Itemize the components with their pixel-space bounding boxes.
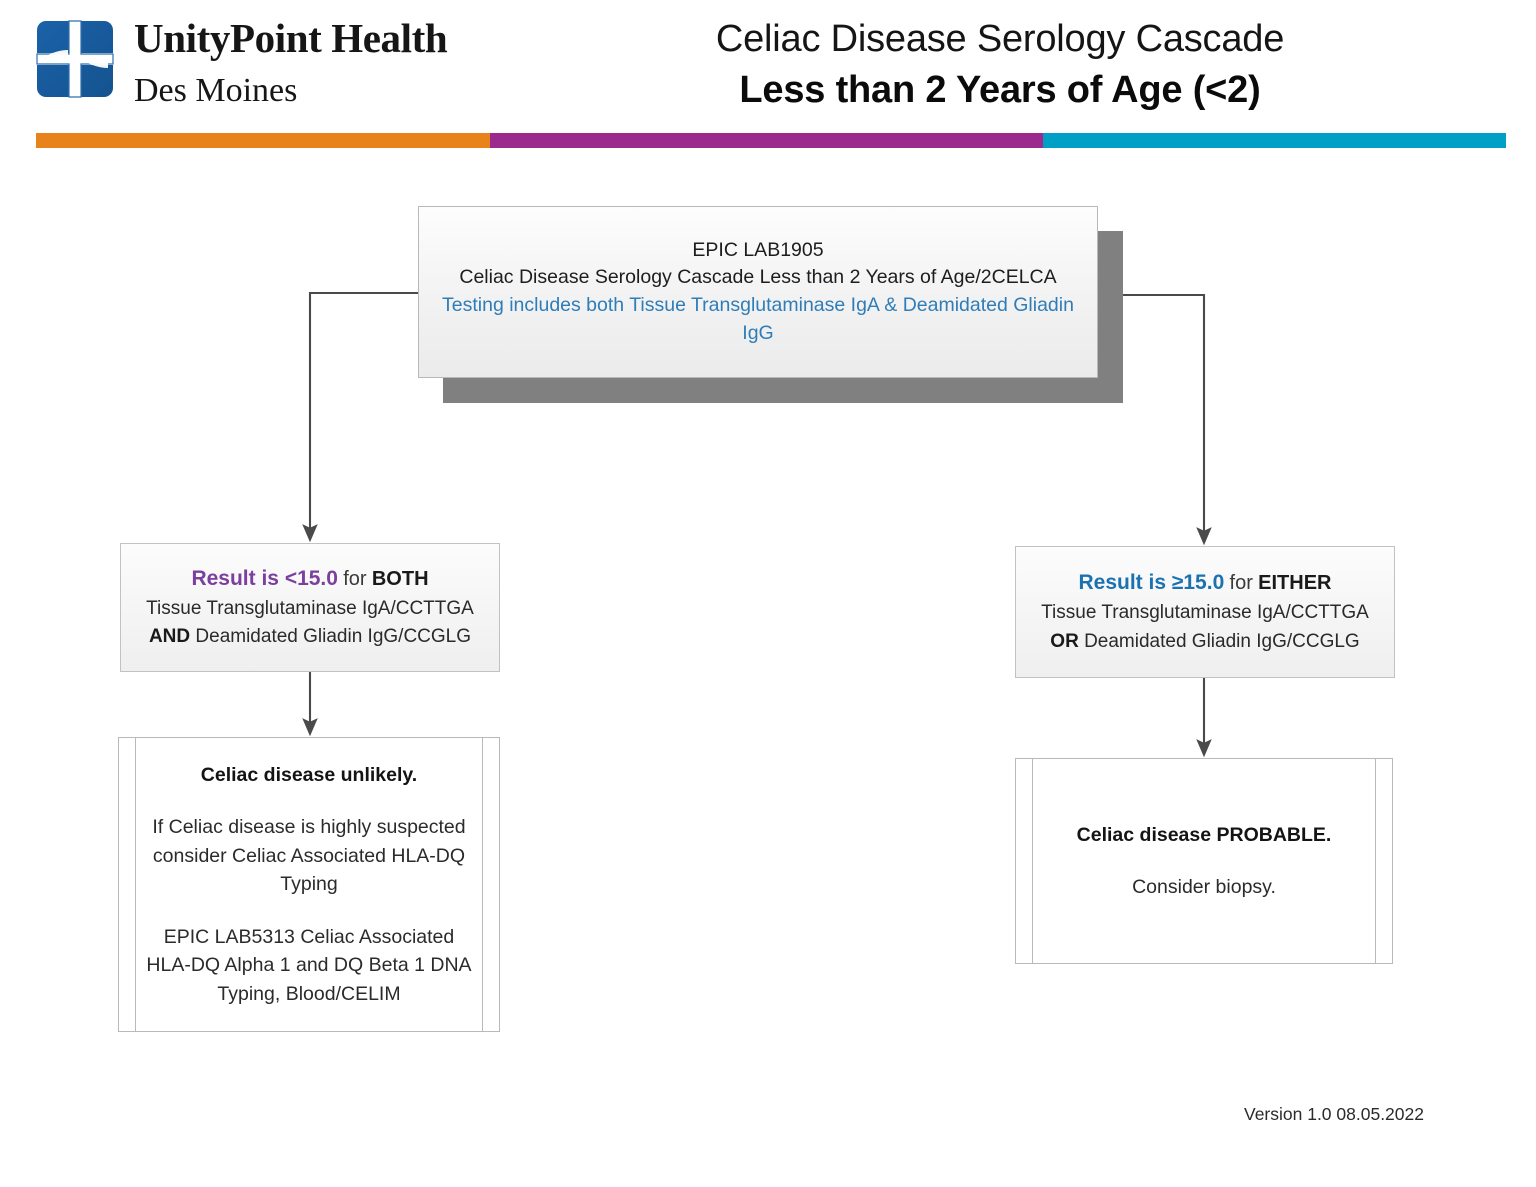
left-decision-for-word: for — [343, 567, 367, 590]
outcome-box-unlikely[interactable]: Celiac disease unlikely. If Celiac disea… — [118, 737, 500, 1032]
outcome-right-rail — [482, 738, 483, 1031]
left-decision-analyte-2: Deamidated Gliadin IgG/CCGLG — [195, 626, 472, 648]
page-title: Celiac Disease Serology Cascade Less tha… — [560, 18, 1440, 111]
brand-name: UnityPoint Health — [134, 15, 448, 61]
brand-logo: UnityPoint Health Des Moines — [36, 18, 506, 123]
right-decision-operator: OR — [1050, 630, 1079, 652]
outcome-box-probable[interactable]: Celiac disease PROBABLE. Consider biopsy… — [1015, 758, 1393, 964]
right-decision-for-word: for — [1229, 572, 1253, 595]
color-rule-segment-orange — [36, 133, 490, 148]
brand-color-rule — [36, 133, 1506, 148]
left-outcome-paragraph-2: EPIC LAB5313 Celiac Associated HLA-DQ Al… — [146, 925, 472, 1005]
left-decision-analyte-1: Tissue Transglutaminase IgA/CCTTGA — [146, 597, 474, 619]
right-decision-result-label: Result is ≥15.0 — [1078, 571, 1225, 595]
left-outcome-paragraph-1: If Celiac disease is highly suspected co… — [152, 816, 466, 896]
order-box[interactable]: EPIC LAB1905 Celiac Disease Serology Cas… — [418, 206, 1098, 378]
order-box-line-2: Celiac Disease Serology Cascade Less tha… — [459, 266, 1057, 289]
left-decision-operator: AND — [148, 626, 191, 648]
decision-box-negative[interactable]: Result is <15.0 for BOTH Tissue Transglu… — [120, 543, 500, 672]
left-decision-quantifier: BOTH — [371, 567, 429, 590]
right-decision-result-row: Result is ≥15.0 for EITHER — [1024, 567, 1386, 599]
page-title-line-2: Less than 2 Years of Age (<2) — [739, 68, 1261, 111]
brand-wordmark: UnityPoint Health Des Moines — [134, 18, 514, 108]
right-decision-analyte-2-row: OR Deamidated Gliadin IgG/CCGLG — [1024, 628, 1386, 657]
decision-box-positive[interactable]: Result is ≥15.0 for EITHER Tissue Transg… — [1015, 546, 1395, 678]
unitypoint-cross-logo-icon — [36, 20, 114, 98]
version-stamp: Version 1.0 08.05.2022 — [1243, 1104, 1424, 1124]
left-outcome-headline: Celiac disease unlikely. — [200, 763, 418, 786]
brand-location: Des Moines — [134, 72, 298, 109]
left-decision-analyte-2-row: AND Deamidated Gliadin IgG/CCGLG — [129, 623, 491, 652]
right-outcome-headline: Celiac disease PROBABLE. — [1076, 823, 1332, 846]
spacer — [146, 789, 472, 813]
right-outcome-paragraph-1: Consider biopsy. — [1132, 876, 1276, 898]
outcome-left-rail — [135, 738, 136, 1031]
spacer — [1043, 849, 1365, 873]
left-decision-result-label: Result is <15.0 — [191, 566, 338, 590]
spacer — [146, 899, 472, 923]
page-title-line-1: Celiac Disease Serology Cascade — [715, 18, 1285, 60]
outcome-right-rail — [1375, 759, 1376, 963]
page-header: UnityPoint Health Des Moines Celiac Dise… — [0, 0, 1536, 155]
right-decision-analyte-1: Tissue Transglutaminase IgA/CCTTGA — [1041, 602, 1369, 624]
left-decision-result-row: Result is <15.0 for BOTH — [129, 563, 491, 595]
order-box-line-1: EPIC LAB1905 — [692, 238, 824, 261]
color-rule-segment-purple — [490, 133, 1043, 148]
right-decision-quantifier: EITHER — [1258, 572, 1332, 595]
order-box-testing-note: Testing includes both Tissue Transglutam… — [442, 294, 1074, 344]
right-decision-analyte-2: Deamidated Gliadin IgG/CCGLG — [1084, 630, 1360, 652]
outcome-left-rail — [1032, 759, 1033, 963]
color-rule-segment-cyan — [1043, 133, 1506, 148]
